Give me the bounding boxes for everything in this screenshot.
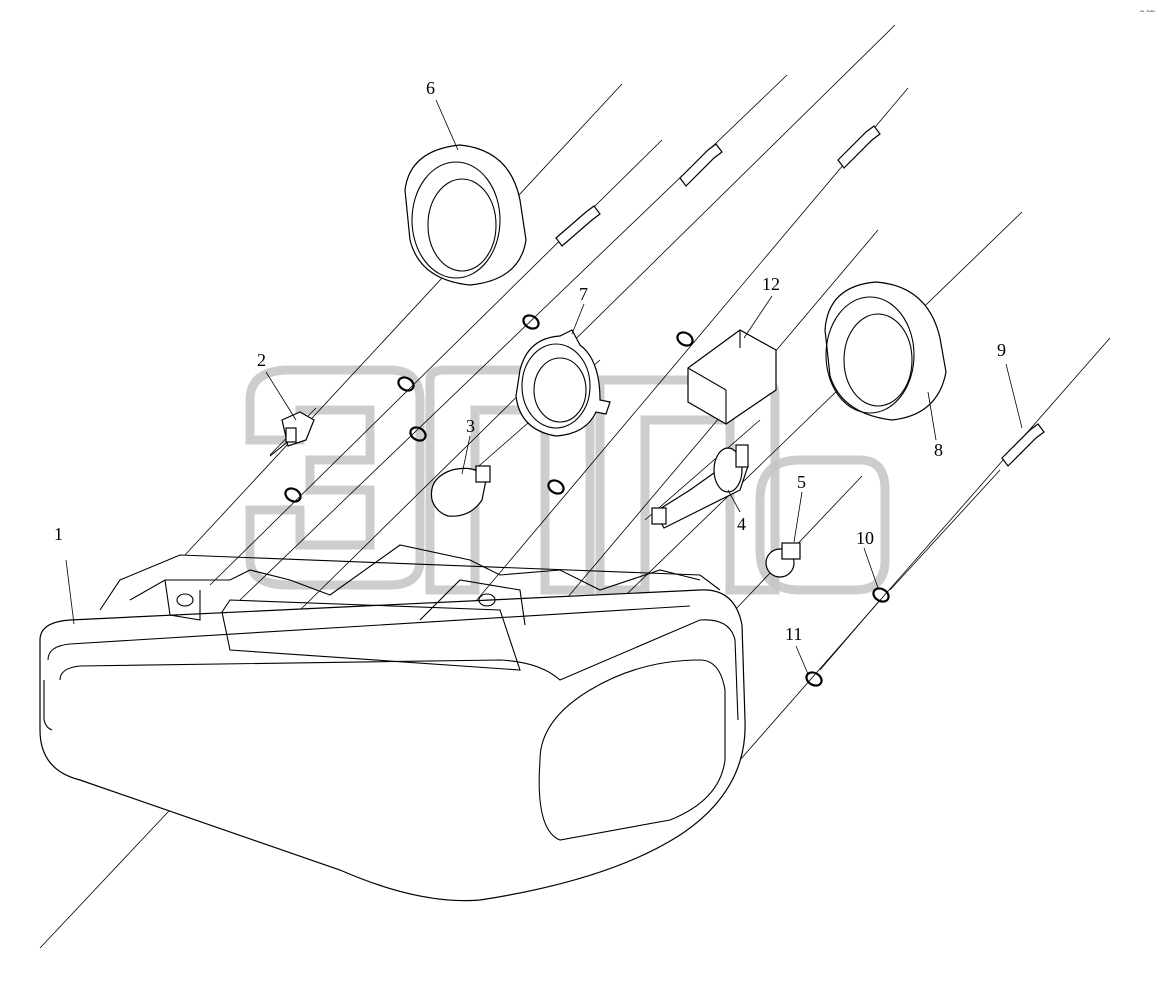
holder-7 [515, 329, 611, 437]
callout-4: 4 [737, 514, 746, 534]
callout-8: 8 [934, 440, 943, 460]
headlamp-housing [39, 544, 746, 902]
corner-mark: ~ ~~ [1140, 7, 1156, 16]
leader-lines [39, 24, 1111, 949]
callout-10: 10 [856, 528, 874, 548]
callout-2: 2 [257, 350, 266, 370]
bulb-4 [651, 444, 749, 529]
callout-leaders [65, 99, 1023, 675]
callout-11: 11 [785, 624, 802, 644]
dust-cap-8 [824, 281, 947, 421]
callout-7: 7 [579, 284, 588, 304]
callout-6: 6 [426, 78, 435, 98]
module-12 [687, 329, 777, 425]
bulb-2 [269, 411, 315, 457]
dust-cap-6 [404, 144, 527, 286]
callout-1: 1 [54, 524, 63, 544]
washers [284, 314, 890, 687]
callout-5: 5 [797, 472, 806, 492]
bulb-5 [765, 542, 801, 578]
bulb-3 [430, 465, 491, 517]
callout-labels: 1 2 3 4 5 6 7 8 9 10 11 12 [54, 78, 1006, 644]
callout-12: 12 [762, 274, 780, 294]
callout-9: 9 [997, 340, 1006, 360]
callout-3: 3 [466, 416, 475, 436]
screws [555, 125, 1045, 467]
